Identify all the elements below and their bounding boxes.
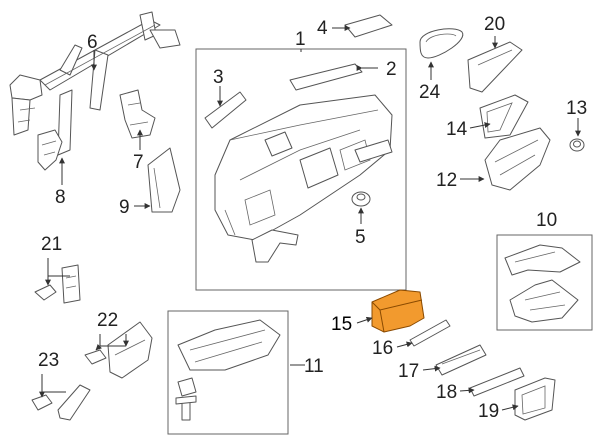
callout-15: 15 bbox=[331, 314, 352, 335]
part-11-components bbox=[175, 319, 281, 421]
part-7-bracket bbox=[119, 89, 156, 139]
part-22-components bbox=[84, 321, 153, 379]
callout-2: 2 bbox=[386, 59, 397, 80]
callout-7: 7 bbox=[133, 152, 144, 173]
part-21-components bbox=[34, 264, 81, 304]
part-14-display-bezel bbox=[479, 94, 529, 139]
part-19-bezel bbox=[514, 377, 556, 421]
callout-21: 21 bbox=[41, 234, 62, 255]
part-15-highlighted-bin bbox=[371, 289, 425, 333]
callout-14: 14 bbox=[446, 119, 468, 140]
callout-17: 17 bbox=[398, 361, 419, 382]
callout-16: 16 bbox=[372, 338, 393, 359]
group-box-11 bbox=[167, 310, 289, 435]
part-16-strip bbox=[409, 319, 451, 347]
callout-11: 11 bbox=[304, 356, 324, 377]
callout-3: 3 bbox=[213, 67, 224, 88]
part-10-components bbox=[504, 244, 581, 323]
callout-13: 13 bbox=[566, 98, 587, 119]
instrument-panel bbox=[214, 94, 393, 263]
callout-12: 12 bbox=[436, 170, 457, 191]
callout-19: 19 bbox=[478, 401, 499, 422]
part-2-trim-strip bbox=[289, 63, 363, 91]
dash-vent-trim bbox=[354, 139, 393, 163]
callout-8: 8 bbox=[55, 187, 66, 208]
part-20-trim-panel bbox=[467, 41, 523, 93]
callout-1: 1 bbox=[295, 29, 306, 50]
group-box-10 bbox=[496, 234, 593, 331]
callout-5: 5 bbox=[355, 227, 366, 248]
part-17-vent-panel bbox=[435, 344, 487, 376]
callout-6: 6 bbox=[87, 32, 98, 53]
part-12-cluster-housing bbox=[484, 127, 551, 191]
part-4-lid bbox=[344, 14, 393, 38]
callout-9: 9 bbox=[119, 197, 130, 218]
callout-18: 18 bbox=[436, 382, 457, 403]
part-3-side-trim bbox=[204, 91, 247, 129]
callout-numbers: 1 2 3 4 5 6 7 8 9 10 11 12 13 14 15 16 1… bbox=[38, 14, 587, 422]
callout-10: 10 bbox=[536, 210, 557, 231]
part-8-bracket bbox=[37, 129, 63, 171]
part-5-knob bbox=[351, 191, 371, 207]
callout-23: 23 bbox=[38, 350, 59, 371]
part-9-side-panel bbox=[147, 147, 181, 213]
callout-22: 22 bbox=[97, 310, 118, 331]
leader-lines bbox=[39, 25, 581, 411]
part-24-oval-cover bbox=[419, 28, 464, 59]
callout-24: 24 bbox=[419, 82, 441, 103]
callout-4: 4 bbox=[317, 18, 328, 39]
part-23-components bbox=[31, 384, 91, 421]
part-13-round-button bbox=[569, 138, 585, 152]
callout-20: 20 bbox=[484, 14, 505, 35]
